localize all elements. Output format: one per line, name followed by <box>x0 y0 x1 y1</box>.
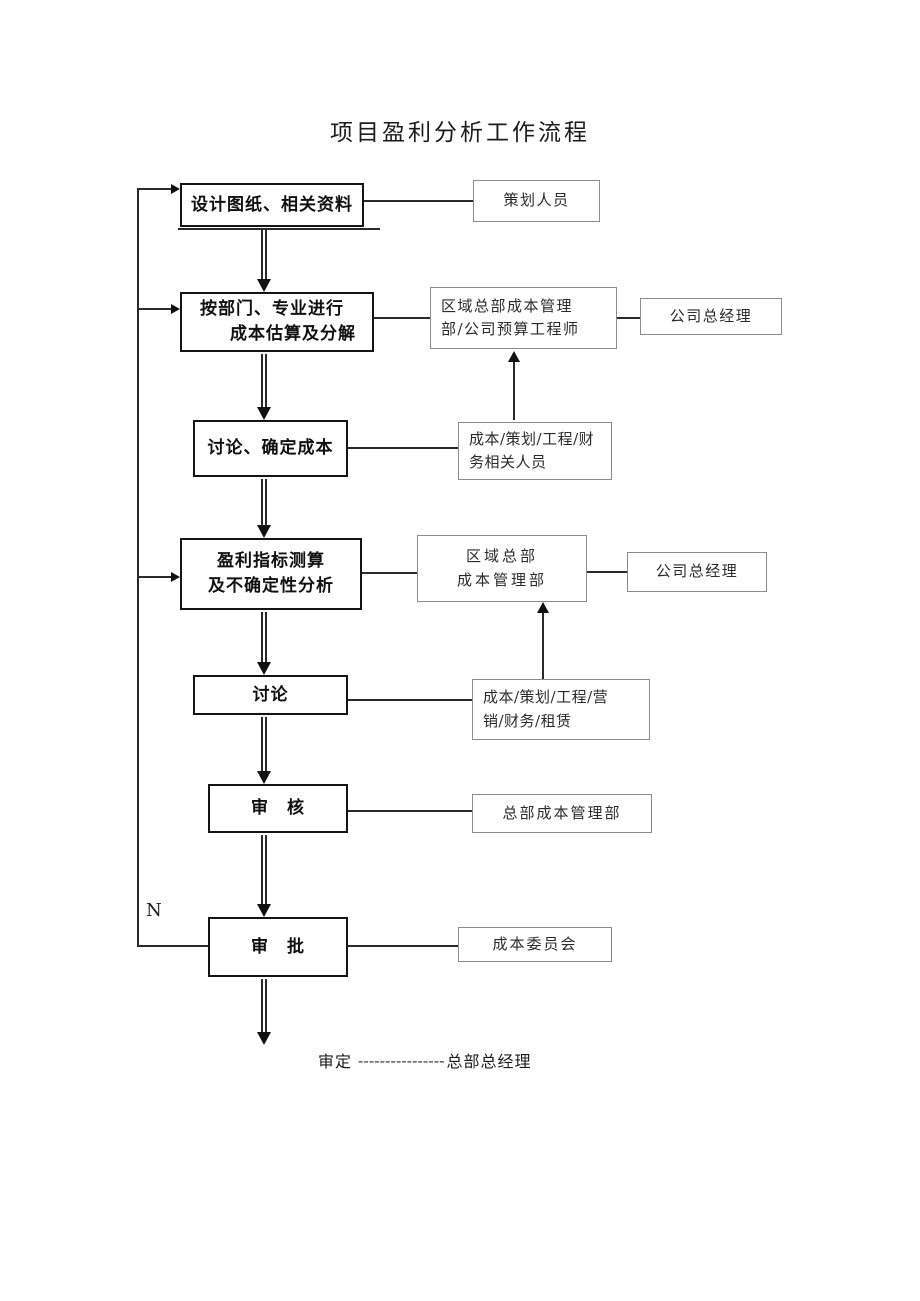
role-box-label: 策划人员 <box>503 191 570 210</box>
connector-line <box>348 810 472 812</box>
role-box-label-line1: 成本/策划/工程/财 <box>469 429 595 448</box>
feedback-line-branch <box>137 576 172 578</box>
flow-line-down <box>261 979 267 1032</box>
connector-line <box>587 571 627 573</box>
process-box-label: 讨论、确定成本 <box>207 438 334 459</box>
connector-line <box>362 572 417 574</box>
process-box-label-line2: 及不确定性分析 <box>208 576 334 596</box>
connector-line <box>374 317 430 319</box>
footer-note: 审定 ---------------- 总部总经理 <box>318 1048 532 1072</box>
process-box-label-line1: 按部门、专业进行 <box>200 299 344 320</box>
flow-line-down <box>261 354 267 407</box>
process-box-discuss-confirm-cost: 讨论、确定成本 <box>193 420 348 477</box>
arrow-up-icon <box>537 602 549 613</box>
connector-line <box>617 317 640 319</box>
process-box-profit-analysis: 盈利指标测算 及不确定性分析 <box>180 538 362 610</box>
role-box-label-line2: 务相关人员 <box>469 453 547 471</box>
flow-line-down <box>261 479 267 525</box>
role-box-company-gm-1: 公司总经理 <box>640 298 782 335</box>
process-box-approval: 审 批 <box>208 917 348 977</box>
role-box-label-line1: 成本/策划/工程/营 <box>483 688 609 707</box>
role-box-cost-committee: 成本委员会 <box>458 927 612 962</box>
connector-line <box>348 699 472 701</box>
role-box-label-line2: 部/公司预算工程师 <box>441 320 580 338</box>
process-box-cost-estimate: 按部门、专业进行 成本估算及分解 <box>180 292 374 352</box>
footer-right-text: 总部总经理 <box>446 1052 532 1071</box>
arrow-down-icon <box>257 771 271 784</box>
process-box-design-materials: 设计图纸、相关资料 <box>180 183 364 227</box>
role-box-cost-planning-eng-finance: 成本/策划/工程/财 务相关人员 <box>458 422 612 480</box>
arrow-up-icon <box>508 351 520 362</box>
flow-line-down <box>261 230 267 280</box>
no-branch-label: N <box>146 900 162 921</box>
arrow-down-icon <box>257 407 271 420</box>
flow-line-down <box>261 612 267 662</box>
role-box-label-line1: 区域总部 <box>465 547 538 566</box>
role-box-planning-staff: 策划人员 <box>473 180 600 222</box>
footer-left-text: 审定 <box>318 1052 353 1071</box>
footer-dashed-line: ---------------- <box>358 1050 445 1070</box>
process-box-label: 讨论 <box>252 684 289 705</box>
role-box-cost-planning-eng-marketing: 成本/策划/工程/营 销/财务/租赁 <box>472 679 650 740</box>
connector-line <box>364 200 473 202</box>
connector-line <box>348 447 458 449</box>
arrow-down-icon <box>257 525 271 538</box>
flow-line-down <box>261 835 267 904</box>
role-box-hq-cost-dept: 总部成本管理部 <box>472 794 652 833</box>
role-box-label-line2: 成本管理部 <box>456 570 547 589</box>
role-box-label: 公司总经理 <box>655 562 739 581</box>
arrow-right-icon <box>171 304 180 314</box>
feedback-line-branch <box>137 308 172 310</box>
arrow-down-icon <box>257 904 271 917</box>
arrow-down-icon <box>257 662 271 675</box>
arrow-right-icon <box>171 572 180 582</box>
arrow-down-icon <box>257 279 271 292</box>
process-box-label: 设计图纸、相关资料 <box>191 194 353 215</box>
process-box-label-line2: 成本估算及分解 <box>230 324 356 344</box>
role-box-label: 总部成本管理部 <box>502 803 622 822</box>
flow-line-up <box>513 361 515 420</box>
process-box-discuss: 讨论 <box>193 675 348 715</box>
process-box-label-line1: 盈利指标测算 <box>217 551 325 572</box>
diagram-title: 项目盈利分析工作流程 <box>330 120 590 146</box>
connector-line <box>348 945 458 947</box>
arrow-right-icon <box>171 184 180 194</box>
role-box-regional-cost-dept-engineer: 区域总部成本管理 部/公司预算工程师 <box>430 287 617 349</box>
arrow-down-icon <box>257 1032 271 1045</box>
process-box-label: 审 批 <box>251 936 305 957</box>
role-box-regional-hq-cost-dept: 区域总部 成本管理部 <box>417 535 587 602</box>
feedback-line-branch <box>137 188 172 190</box>
box-shadow-line <box>178 228 380 230</box>
role-box-company-gm-2: 公司总经理 <box>627 552 767 592</box>
feedback-line-vertical <box>137 188 139 947</box>
feedback-line-branch <box>137 945 208 947</box>
role-box-label-line1: 区域总部成本管理 <box>441 296 574 315</box>
process-box-label: 审 核 <box>251 798 305 819</box>
process-box-review: 审 核 <box>208 784 348 833</box>
role-box-label: 成本委员会 <box>492 934 578 953</box>
role-box-label: 公司总经理 <box>669 306 753 325</box>
flow-line-down <box>261 717 267 771</box>
role-box-label-line2: 销/财务/租赁 <box>483 711 572 730</box>
flow-line-up <box>542 612 544 679</box>
